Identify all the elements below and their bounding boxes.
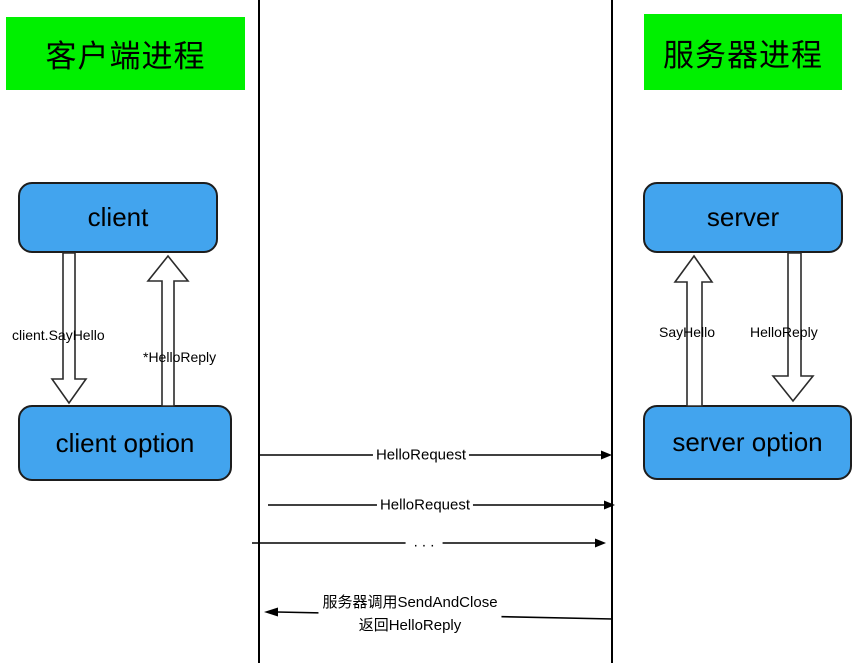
server-node: server — [643, 182, 843, 253]
server-option-node: server option — [643, 405, 852, 480]
client-process-box: 客户端进程 — [6, 17, 245, 90]
client-lifeline — [258, 0, 260, 663]
send-and-close-arrowhead — [264, 607, 278, 617]
client-node-label: client — [87, 202, 149, 232]
client-option-node: client option — [18, 405, 232, 481]
client-option-node-label: client option — [55, 427, 195, 458]
send-and-close-label: 服务器调用SendAndClose 返回HelloReply — [318, 591, 502, 637]
send-and-close-label-line2: 返回HelloReply — [358, 617, 462, 634]
client-sayhello-label: client.SayHello — [12, 327, 105, 343]
server-option-node-label: server option — [672, 427, 823, 457]
send-and-close-label-line1: 服务器调用SendAndClose — [322, 594, 498, 611]
up-arrow-clientoption-to-client — [146, 254, 190, 407]
server-process-label: 服务器进程 — [663, 37, 823, 73]
hello-reply-star-label: *HelloReply — [143, 349, 217, 365]
server-node-label: server — [706, 202, 780, 232]
ellipsis-label: . . . — [405, 533, 443, 551]
client-node: client — [18, 182, 218, 253]
client-process-label: 客户端进程 — [45, 39, 206, 74]
hello-request-2-label: HelloRequest — [376, 496, 474, 514]
hello-reply-label: HelloReply — [750, 324, 818, 340]
server-lifeline — [611, 0, 613, 663]
sayhello-label: SayHello — [659, 324, 716, 340]
hello-request-2-arrowhead — [604, 500, 615, 510]
ellipsis-arrowhead — [595, 538, 606, 548]
hello-request-1-label: HelloRequest — [372, 446, 470, 464]
server-process-box: 服务器进程 — [644, 14, 842, 90]
